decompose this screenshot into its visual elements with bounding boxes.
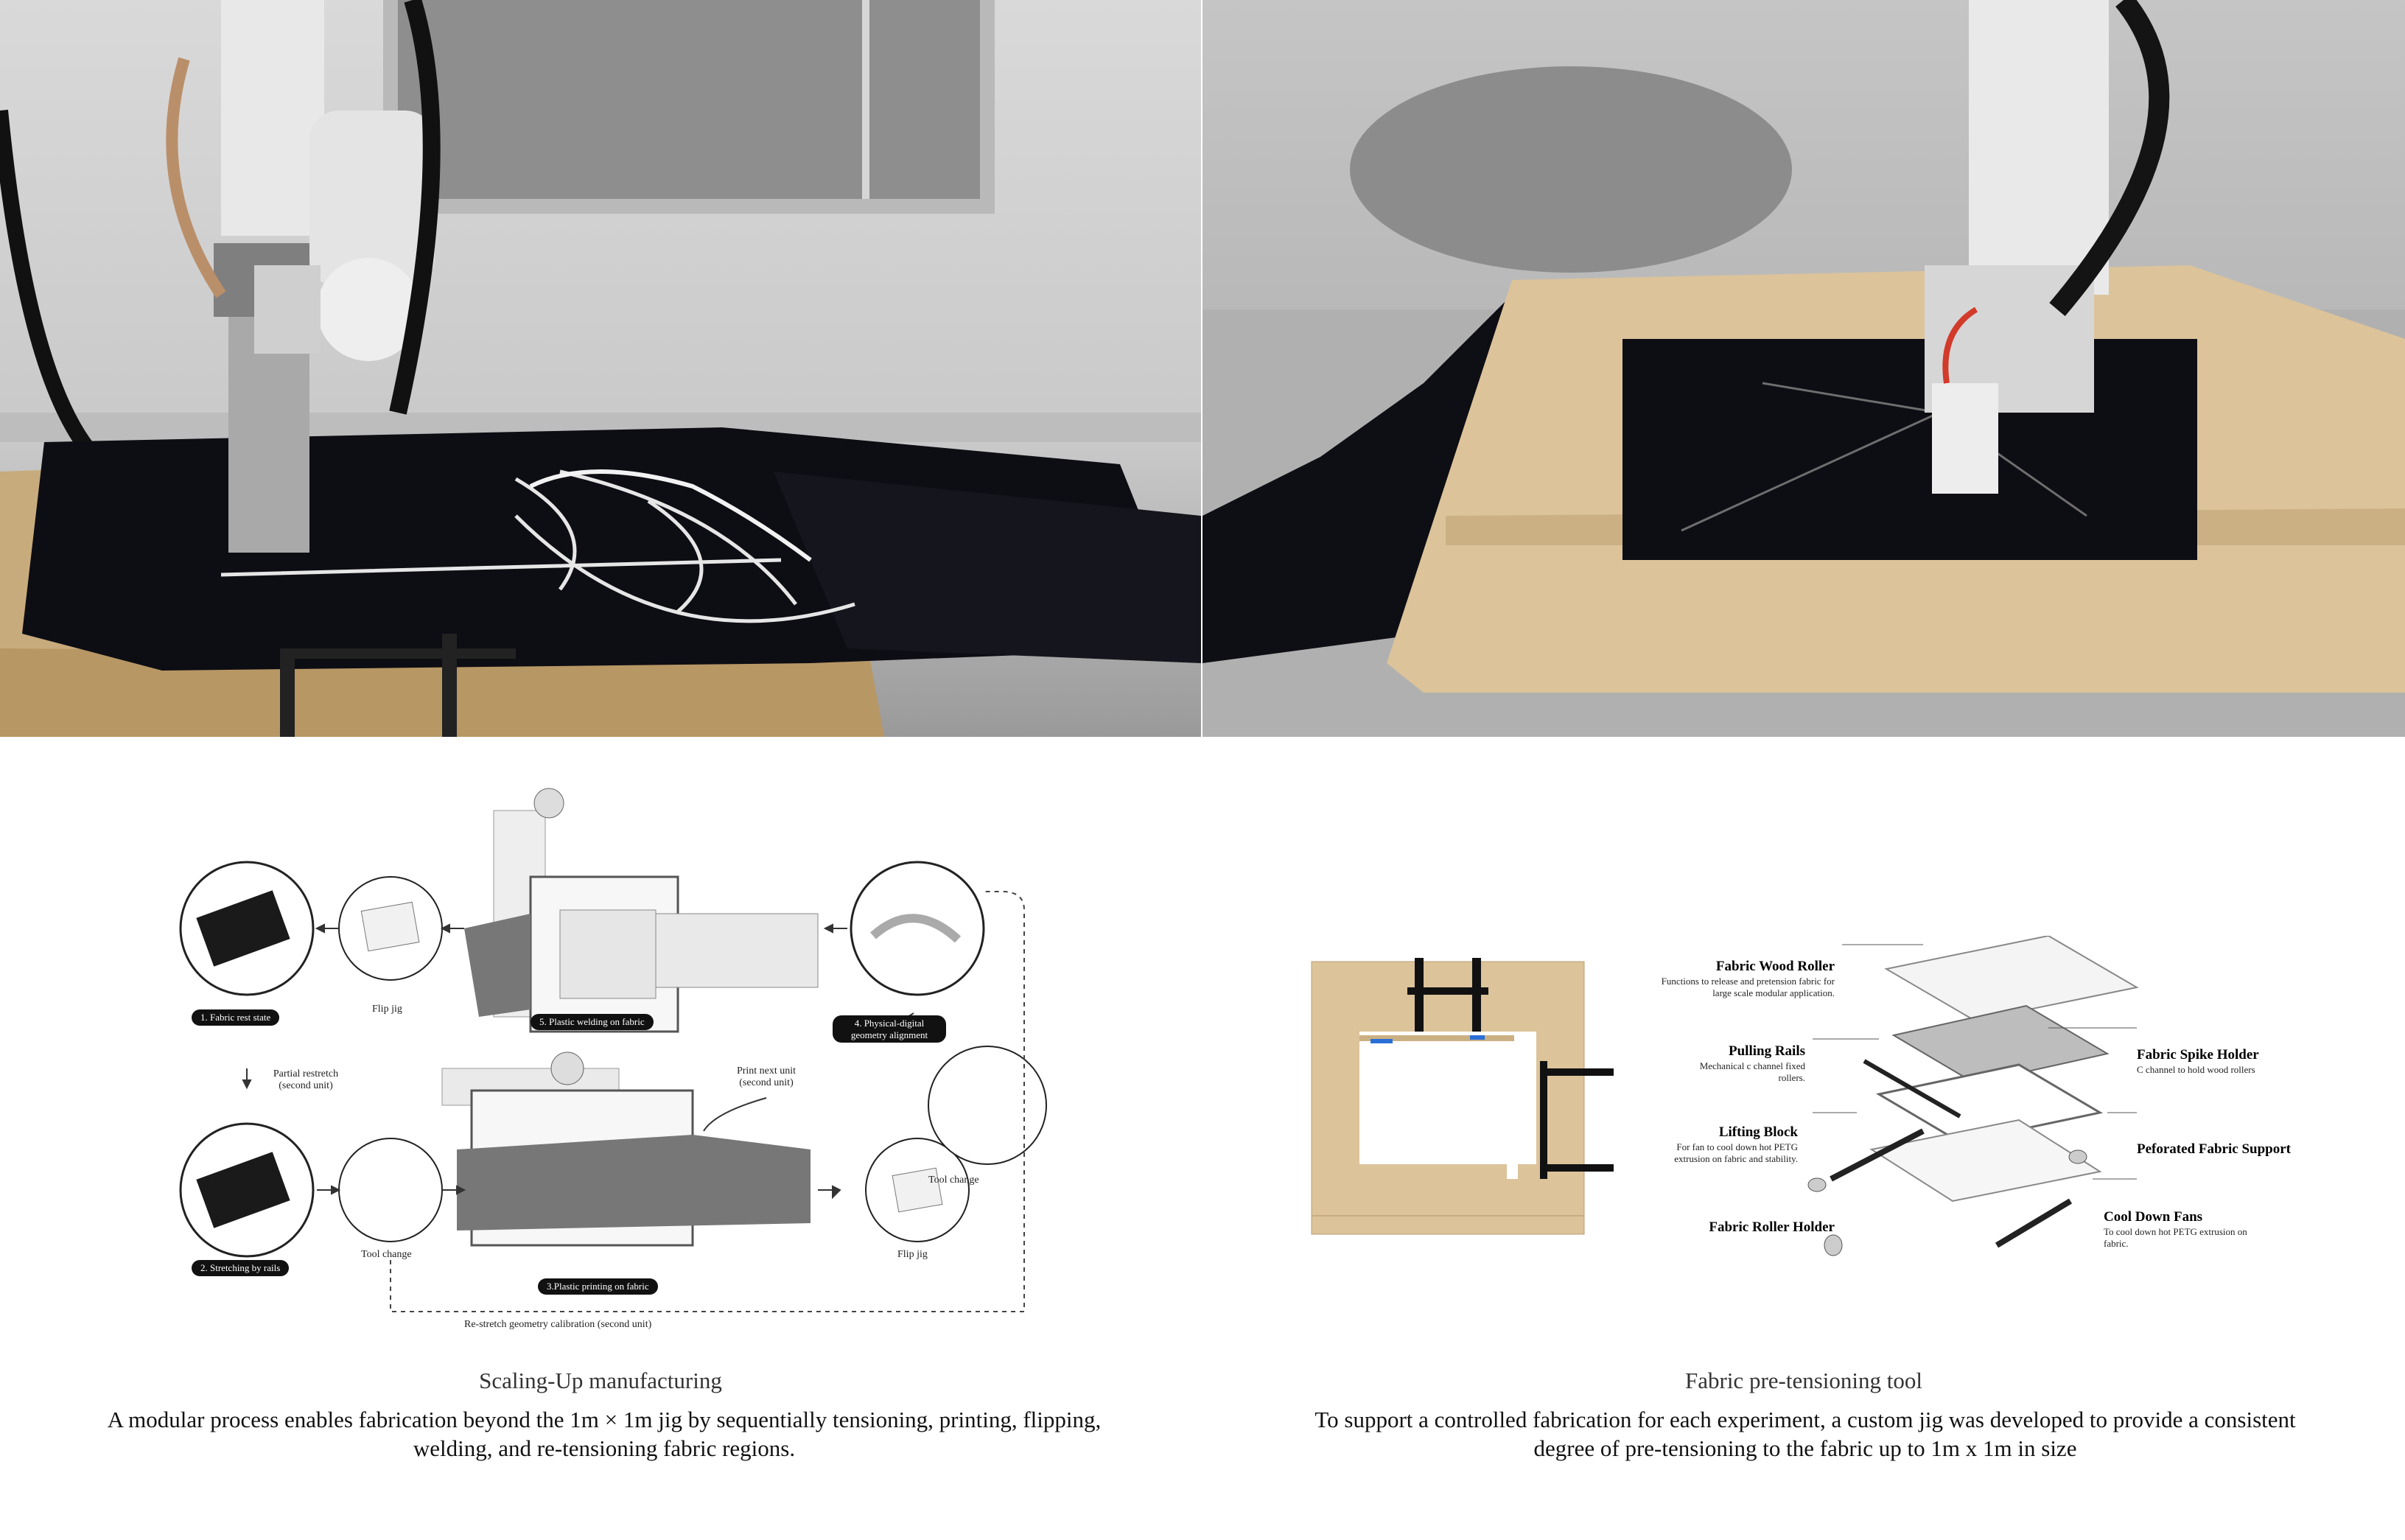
step-3-label: 3.Plastic printing on fabric	[538, 1278, 658, 1295]
partial-restretch-label: Partial restretch (second unit)	[273, 1068, 339, 1092]
tool-change-bottom-label: Tool change	[361, 1249, 412, 1260]
lift-title: Lifting Block	[1718, 1124, 1798, 1140]
rails-title: Pulling Rails	[1729, 1043, 1805, 1059]
flip-jig-top-label: Flip jig	[372, 1004, 402, 1015]
lift-desc: For fan to cool down hot PETG extrusion …	[1674, 1141, 1798, 1164]
support-title: Peforated Fabric Support	[2137, 1141, 2291, 1157]
roller-annotation: Fabric Wood Roller Functions to release …	[1658, 958, 1835, 999]
rails-annotation: Pulling Rails Mechanical c channel fixed…	[1680, 1043, 1805, 1084]
spike-title: Fabric Spike Holder	[2137, 1047, 2259, 1063]
rails-desc: Mechanical c channel fixed rollers.	[1699, 1060, 1805, 1083]
lift-annotation: Lifting Block For fan to cool down hot P…	[1650, 1124, 1798, 1165]
holder-annotation: Fabric Roller Holder	[1665, 1219, 1835, 1236]
fans-title: Cool Down Fans	[2104, 1209, 2203, 1225]
step-4-label: 4. Physical-digital geometry alignment	[833, 1015, 946, 1043]
spike-annotation: Fabric Spike Holder C channel to hold wo…	[2137, 1046, 2328, 1076]
roller-desc: Functions to release and pretension fabr…	[1661, 975, 1835, 998]
right-caption-title: Fabric pre-tensioning tool	[1685, 1368, 1922, 1393]
tool-change-right-label: Tool change	[928, 1175, 979, 1186]
left-caption-text: A modular process enables fabrication be…	[107, 1407, 1102, 1461]
spike-desc: C channel to hold wood rollers	[2137, 1063, 2255, 1075]
process-diagram-drawing	[179, 788, 1047, 1312]
step-1-label: 1. Fabric rest state	[192, 1009, 280, 1026]
left-caption-title: Scaling-Up manufacturing	[479, 1368, 722, 1393]
photo-robot-on-tensioning-jig	[1202, 0, 2405, 737]
scaling-up-process-diagram: 1. Fabric rest state Flip jig 5. Plastic…	[147, 781, 1061, 1356]
photo-left-illustration	[0, 0, 1201, 737]
holder-title: Fabric Roller Holder	[1709, 1219, 1835, 1235]
flip-jig-bottom-label: Flip jig	[897, 1249, 928, 1260]
step-2-label: 2. Stretching by rails	[192, 1260, 290, 1276]
photo-robot-printing-on-fabric	[0, 0, 1201, 737]
support-annotation: Peforated Fabric Support	[2137, 1141, 2343, 1158]
step-5-label: 5. Plastic welding on fabric	[531, 1014, 654, 1030]
print-next-unit-label: Print next unit (second unit)	[736, 1065, 797, 1089]
restretch-calibration-label: Re-stretch geometry calibration (second …	[464, 1319, 652, 1330]
pretensioning-jig-diagram: Fabric Wood Roller Functions to release …	[1297, 936, 2343, 1304]
fans-desc: To cool down hot PETG extrusion on fabri…	[2104, 1225, 2247, 1249]
jig-diagram-drawing	[1311, 936, 2139, 1256]
fans-annotation: Cool Down Fans To cool down hot PETG ext…	[2104, 1208, 2251, 1250]
right-caption-text: To support a controlled fabrication for …	[1314, 1407, 2296, 1461]
photo-right-illustration	[1202, 0, 2405, 737]
roller-title: Fabric Wood Roller	[1715, 959, 1835, 974]
